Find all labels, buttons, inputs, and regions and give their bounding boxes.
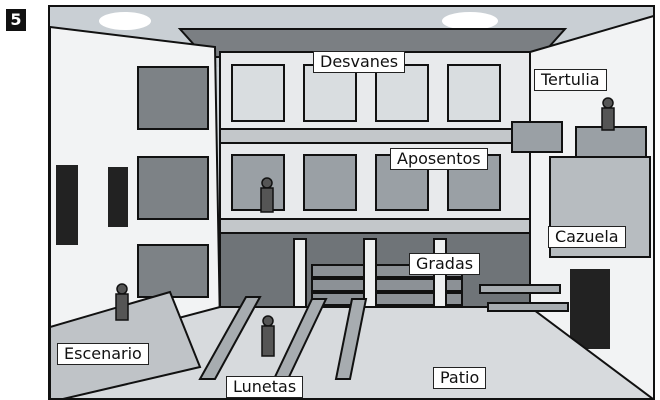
cloud-right — [442, 12, 498, 30]
theater-drawing — [50, 7, 653, 398]
label-patio: Patio — [433, 367, 487, 389]
figure-number-badge: 5 — [6, 9, 26, 31]
corral-de-comedias-illustration: Desvanes Tertulia Aposentos Cazuela Grad… — [48, 5, 655, 400]
actors-figures — [115, 97, 615, 357]
right-benches — [479, 284, 569, 312]
label-gradas: Gradas — [409, 253, 481, 275]
label-aposentos: Aposentos — [390, 148, 488, 170]
label-cazuela: Cazuela — [548, 226, 626, 248]
upper-beam — [219, 128, 531, 144]
left-lattices — [137, 66, 209, 298]
lunetas-benches — [198, 296, 368, 380]
right-doorway — [570, 269, 610, 349]
label-escenario: Escenario — [57, 343, 149, 365]
lower-beam — [219, 218, 531, 234]
desvanes-windows — [231, 64, 501, 122]
cloud-left — [99, 12, 151, 30]
label-desvanes: Desvanes — [313, 51, 406, 73]
left-doors — [56, 165, 128, 245]
label-tertulia: Tertulia — [534, 69, 607, 91]
label-lunetas: Lunetas — [226, 376, 304, 398]
